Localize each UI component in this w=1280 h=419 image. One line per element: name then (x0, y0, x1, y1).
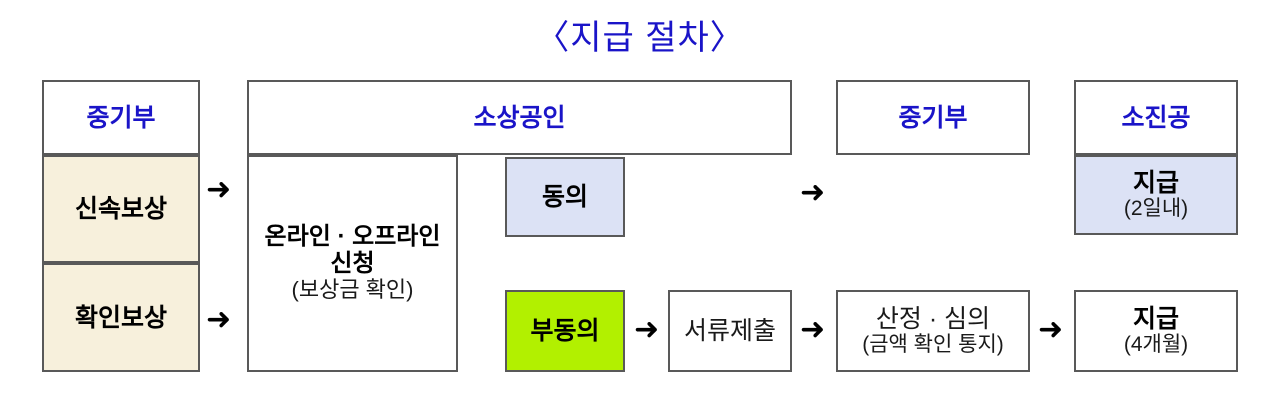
confirm-payment-box[interactable]: 지급 (4개월) (1074, 290, 1238, 372)
review-line1: 산정 · 심의 (875, 305, 991, 334)
disagree-box[interactable]: 부동의 (505, 290, 625, 372)
fast-payment-box[interactable]: 지급 (2일내) (1074, 155, 1238, 235)
ministry-left-header-box: 중기부 (42, 80, 200, 155)
submit-documents-box[interactable]: 서류제출 (668, 290, 792, 372)
sbc-header-box: 소진공 (1074, 80, 1238, 155)
page-title: 〈지급 절차〉 (535, 19, 745, 57)
fast-compensation-label: 신속보상 (74, 195, 167, 223)
confirm-payment-line1: 지급 (1132, 305, 1179, 334)
review-box[interactable]: 산정 · 심의 (금액 확인 통지) (836, 290, 1030, 372)
arrow-fast-to-application-icon: ➜ (206, 172, 232, 207)
application-line2: 신청 (330, 250, 375, 278)
fast-payment-line1: 지급 (1132, 169, 1179, 198)
small-business-header-box: 소상공인 (247, 80, 792, 155)
fast-payment-line2: (2일내) (1123, 197, 1189, 221)
disagree-label: 부동의 (530, 317, 600, 345)
agree-label: 동의 (541, 183, 588, 211)
ministry-right-header-box: 중기부 (836, 80, 1030, 155)
watermark-text (1072, 352, 1240, 378)
review-line2: (금액 확인 통지) (862, 333, 1004, 357)
agree-box[interactable]: 동의 (505, 157, 625, 237)
arrow-review-to-payment-icon: ➜ (1038, 312, 1064, 347)
arrow-disagree-to-documents-icon: ➜ (634, 312, 660, 347)
fast-compensation-box[interactable]: 신속보상 (42, 155, 200, 263)
application-line1: 온라인 · 오프라인 (264, 223, 441, 251)
small-business-header-label: 소상공인 (473, 103, 566, 132)
sbc-header-label: 소진공 (1121, 103, 1191, 132)
confirm-payment-line2: (4개월) (1123, 333, 1189, 357)
submit-documents-label: 서류제출 (683, 317, 776, 345)
arrow-documents-to-review-icon: ➜ (800, 312, 826, 347)
ministry-left-header-label: 중기부 (86, 103, 156, 132)
arrow-agree-to-ministry-icon: ➜ (800, 175, 826, 210)
application-box[interactable]: 온라인 · 오프라인 신청 (보상금 확인) (247, 155, 458, 372)
confirm-compensation-box[interactable]: 확인보상 (42, 263, 200, 372)
application-line3: (보상금 확인) (291, 277, 414, 303)
arrow-confirm-to-application-icon: ➜ (206, 302, 232, 337)
ministry-right-header-label: 중기부 (898, 103, 968, 132)
confirm-compensation-label: 확인보상 (74, 303, 167, 332)
